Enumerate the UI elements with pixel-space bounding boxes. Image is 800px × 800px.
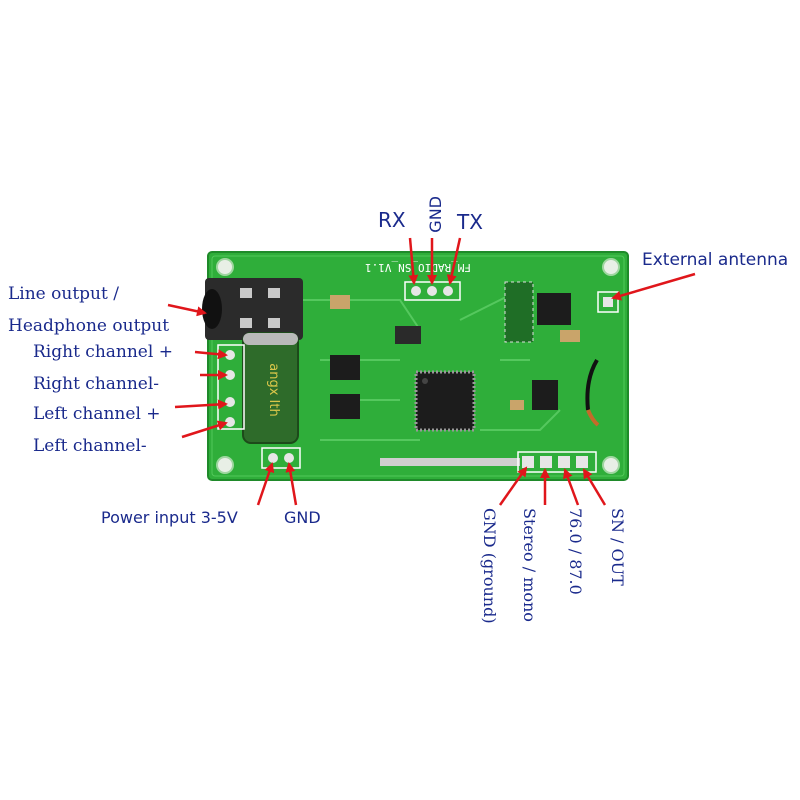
electrolytic-capacitor: angx Ith bbox=[242, 332, 299, 444]
label-tx: TX bbox=[457, 210, 483, 234]
arrow-power-input bbox=[256, 462, 275, 506]
label-gnd-top: GND bbox=[426, 196, 445, 233]
main-mcu-chip bbox=[414, 370, 476, 432]
label-rx: RX bbox=[378, 208, 406, 232]
arrow-sn-out bbox=[582, 468, 607, 506]
label-headphone-output: Headphone output bbox=[8, 316, 170, 336]
pcb-silkscreen-text: FM_RADIO_SN_V1.1 bbox=[365, 261, 471, 274]
arrow-line-output bbox=[167, 303, 207, 317]
control-pads bbox=[517, 451, 597, 473]
radio-chip bbox=[532, 293, 571, 410]
label-left-minus: Left channel- bbox=[33, 436, 147, 456]
label-stereo-mono: Stereo / mono bbox=[520, 508, 539, 622]
arrow-tx bbox=[446, 237, 462, 285]
arrow-right-plus bbox=[194, 349, 228, 360]
pointer-arrows bbox=[167, 237, 696, 506]
label-right-minus: Right channel- bbox=[33, 374, 160, 394]
amplifier-chips bbox=[330, 355, 360, 419]
power-pads bbox=[261, 447, 301, 469]
capacitor-text: angx Ith bbox=[266, 363, 281, 416]
label-power-input: Power input 3-5V bbox=[101, 508, 238, 527]
smd-components bbox=[330, 281, 580, 466]
label-gnd-power: GND bbox=[284, 508, 321, 527]
headphone-jack bbox=[202, 278, 303, 340]
label-gnd-ground: GND (ground) bbox=[480, 508, 499, 624]
antenna-pad bbox=[585, 291, 619, 427]
label-sn-out: SN / OUT bbox=[608, 508, 627, 586]
arrow-band bbox=[563, 468, 580, 506]
arrow-left-plus bbox=[174, 399, 228, 410]
arrow-rx bbox=[408, 237, 419, 285]
label-line-output: Line output / bbox=[8, 284, 119, 304]
arrow-gnd-power bbox=[285, 462, 298, 506]
arrow-left-minus bbox=[181, 420, 228, 439]
label-left-plus: Left channel + bbox=[33, 404, 161, 424]
label-right-plus: Right channel + bbox=[33, 342, 173, 362]
arrow-gnd-ground bbox=[498, 466, 528, 506]
arrow-external-antenna bbox=[611, 272, 696, 301]
serial-header-pads bbox=[404, 281, 461, 301]
label-external-antenna: External antenna bbox=[642, 250, 789, 270]
label-band: 76.0 / 87.0 bbox=[566, 508, 585, 595]
